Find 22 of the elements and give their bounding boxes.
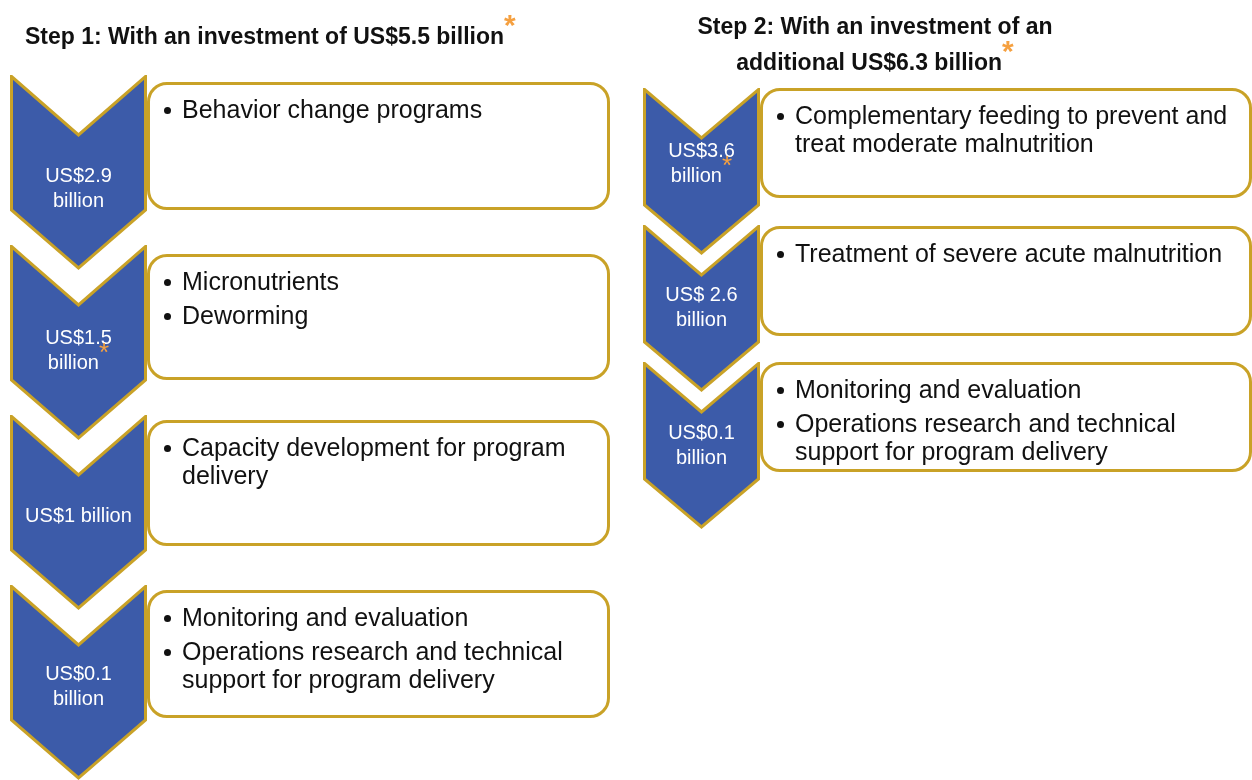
item-text: Operations research and technical support for program delivery	[182, 637, 563, 693]
amount-label: US$0.1 billion	[44, 661, 113, 711]
item-text: Monitoring and evaluation	[182, 603, 469, 631]
item-text: Treatment of severe acute malnutrition	[795, 239, 1223, 267]
item-box	[147, 254, 610, 380]
amount-label: US$1 billion	[24, 503, 133, 528]
amount-label: US$ 2.6 billion	[664, 282, 739, 332]
item-box	[147, 82, 610, 210]
item-box	[760, 362, 1252, 472]
item-box	[760, 226, 1252, 336]
amount-label: US$0.1 billion	[667, 420, 736, 470]
item-box	[147, 420, 610, 546]
item-text: Behavior change programs	[182, 95, 483, 123]
item-text: Operations research and technical support for program delivery	[795, 409, 1176, 465]
item-text: Micronutrients	[182, 267, 339, 295]
item-text: Complementary feeding to prevent and treat moderate malnutrition	[795, 101, 1228, 157]
amount-label: US$2.9 billion	[44, 163, 113, 213]
item-text: Deworming	[182, 301, 309, 329]
item-text: Monitoring and evaluation	[795, 375, 1082, 403]
item-text: Capacity development for program delivery	[182, 433, 566, 489]
item-box	[760, 88, 1252, 198]
item-box	[147, 590, 610, 718]
